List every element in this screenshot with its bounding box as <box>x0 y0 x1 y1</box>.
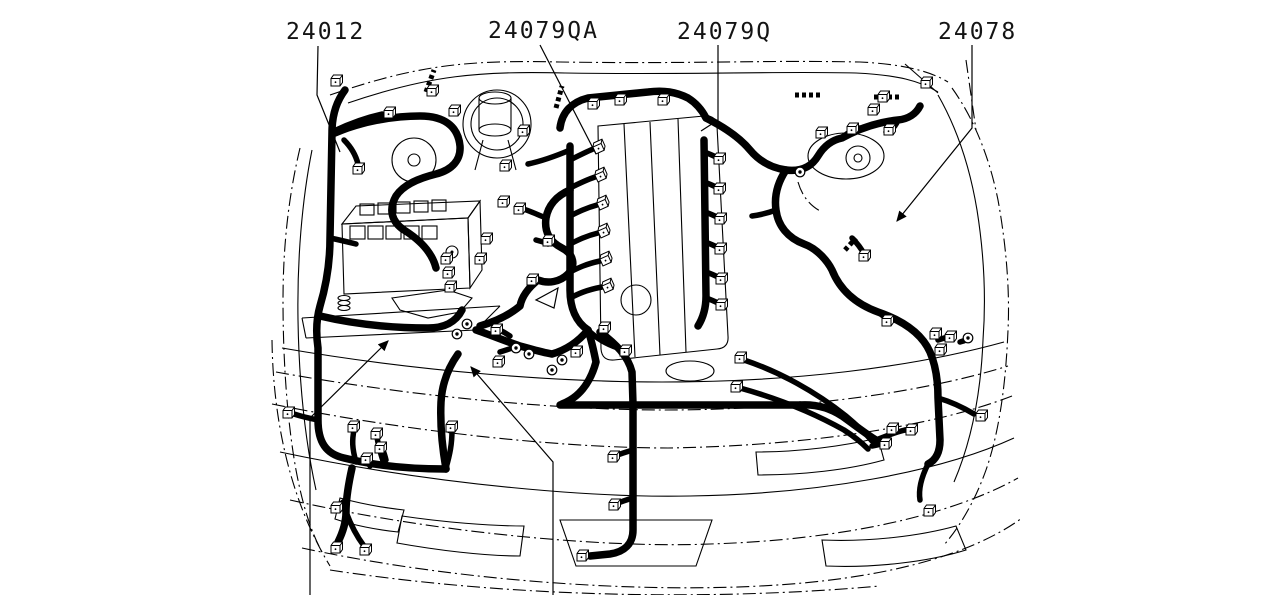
part-label-24079q[interactable]: 24079Q <box>677 19 773 45</box>
leader-lines <box>309 44 973 595</box>
harness-group <box>291 69 977 560</box>
part-label-24078[interactable]: 24078 <box>938 19 1018 45</box>
leader-line-24012 <box>316 45 341 153</box>
leader-line-24078 <box>896 45 973 222</box>
leader-line-24079q <box>700 45 719 132</box>
leader-line-bottom-center <box>470 366 554 595</box>
leader-line-bottom-left <box>309 340 389 595</box>
part-label-24012[interactable]: 24012 <box>286 19 366 45</box>
part-label-24079qa[interactable]: 24079QA <box>488 18 599 44</box>
leader-line-24079qa <box>539 44 597 155</box>
